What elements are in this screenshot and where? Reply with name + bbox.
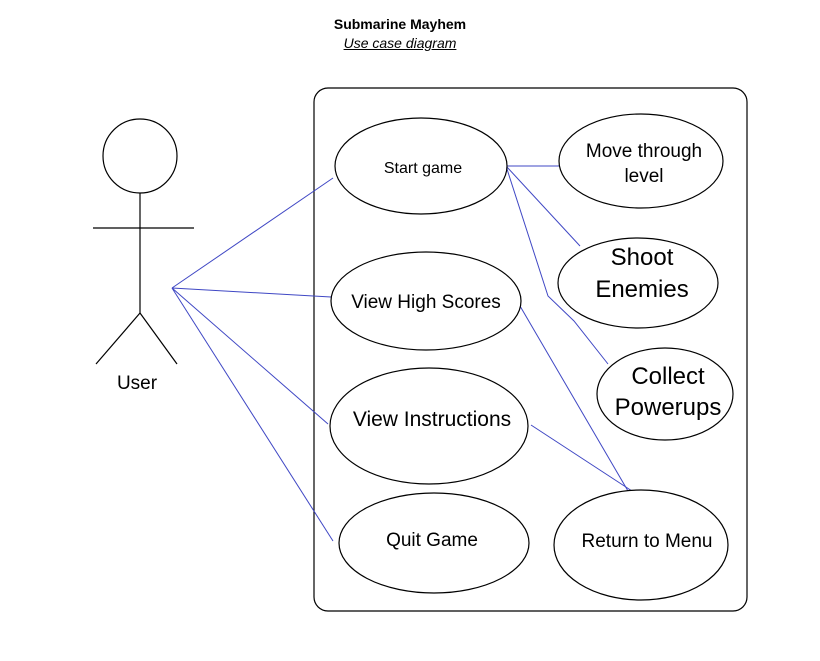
diagram-title: Submarine Mayhem xyxy=(333,16,467,32)
use-case-label: Quit Game xyxy=(386,530,478,551)
association-user-view-instructions xyxy=(171,287,329,425)
association-lines xyxy=(171,165,633,542)
use-case-label-line2: Enemies xyxy=(595,276,688,303)
use-case-view-instructions[interactable]: View Instructions xyxy=(329,367,529,485)
use-case-start-game[interactable]: Start game xyxy=(334,117,508,215)
association-start-shoot-enemies xyxy=(505,165,581,247)
association-start-collect-powerups xyxy=(505,165,609,365)
use-case-return-to-menu[interactable]: Return to Menu xyxy=(553,489,729,601)
association-user-quit-game xyxy=(171,287,334,542)
actor-label: User xyxy=(117,373,158,394)
association-instructions-return-menu xyxy=(530,424,633,492)
actor-head xyxy=(102,118,178,194)
use-case-shoot-enemies[interactable]: Shoot Enemies xyxy=(557,237,719,329)
use-case-label-line2: Powerups xyxy=(615,394,722,421)
actor-left-leg xyxy=(95,312,141,365)
diagram-subtitle: Use case diagram xyxy=(343,35,457,51)
use-case-label-line1: Shoot xyxy=(611,244,674,271)
system-boundary xyxy=(313,87,748,612)
user-actor xyxy=(93,118,194,365)
use-case-quit-game[interactable]: Quit Game xyxy=(338,492,530,594)
use-case-label: Start game xyxy=(384,160,462,177)
association-user-view-high-scores xyxy=(171,287,332,298)
use-case-view-high-scores[interactable]: View High Scores xyxy=(330,251,522,351)
use-case-label: View High Scores xyxy=(351,292,501,313)
use-case-label-line2: level xyxy=(624,166,663,187)
actor-right-leg xyxy=(139,312,178,365)
use-case-label: Return to Menu xyxy=(582,531,713,552)
association-user-start-game xyxy=(171,177,334,289)
use-case-label-line1: Collect xyxy=(631,363,705,390)
association-high-scores-return-menu xyxy=(519,305,629,492)
use-case-label-line1: Move through xyxy=(586,141,702,162)
use-case-label: View Instructions xyxy=(353,408,511,431)
use-case-collect-powerups[interactable]: Collect Powerups xyxy=(596,347,734,441)
use-case-move-through-level[interactable]: Move through level xyxy=(558,113,724,209)
